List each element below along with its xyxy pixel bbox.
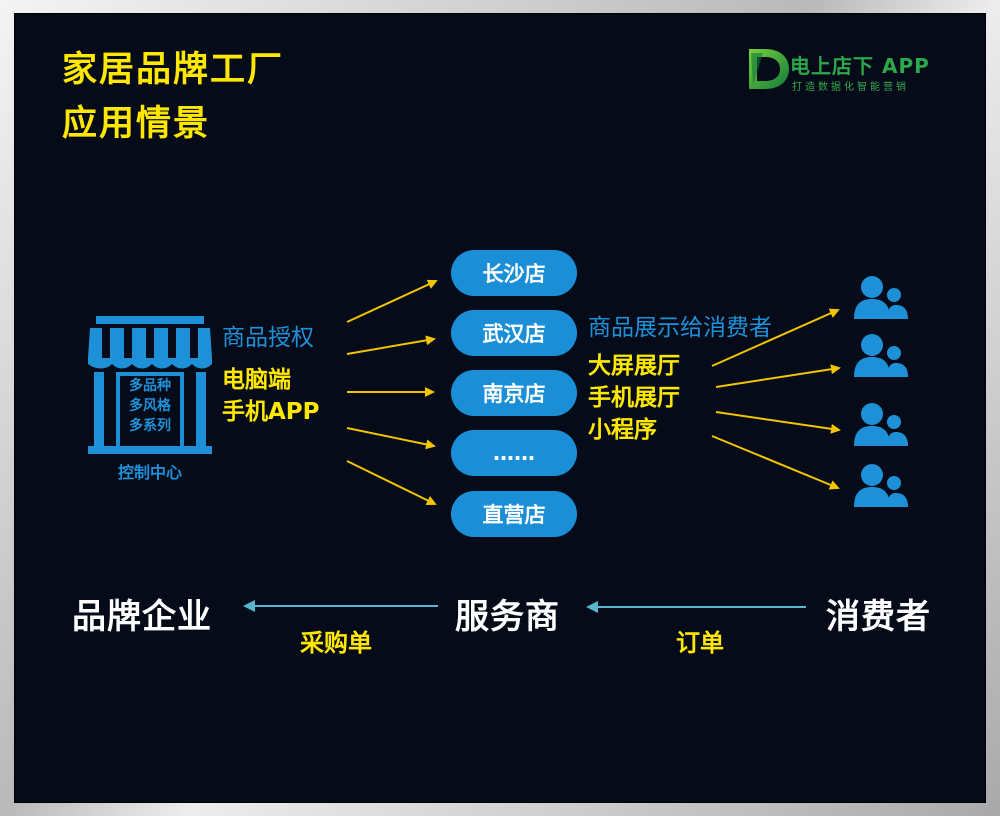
label-order: 订单 <box>676 629 724 657</box>
people-icon <box>852 463 910 513</box>
logo-d-icon <box>749 49 789 89</box>
store-features: 多品种 多风格 多系列 <box>120 376 180 436</box>
entity-service: 服务商 <box>455 597 560 637</box>
arrow-to-ellipsis <box>346 427 436 450</box>
arrow-to-wuhan <box>346 335 436 355</box>
arrow-to-consumer-4 <box>711 435 840 490</box>
store-pill-changsha: 长沙店 <box>451 250 577 296</box>
store-feature: 多风格 <box>129 398 171 414</box>
label-mobile-hall: 手机展厅 <box>588 385 680 411</box>
logo-mark <box>745 47 795 91</box>
people-icon <box>852 402 910 452</box>
entity-consumer: 消费者 <box>826 597 931 637</box>
store-pill-wuhan: 武汉店 <box>451 310 577 356</box>
logo-tagline: 打造数据化智能营销 <box>792 82 909 93</box>
store-feature: 多品种 <box>129 378 171 394</box>
label-mini-program: 小程序 <box>588 417 657 443</box>
arrow-to-direct <box>346 460 437 505</box>
arrow-to-changsha <box>346 279 438 323</box>
control-center-caption: 控制中心 <box>117 463 182 482</box>
arrow-to-consumer-2 <box>715 364 841 388</box>
people-icon <box>852 275 910 325</box>
label-big-screen: 大屏展厅 <box>588 353 680 379</box>
arrow-to-consumer-1 <box>711 308 840 367</box>
title-line2: 应用情景 <box>62 104 211 144</box>
label-purchase-order: 采购单 <box>300 629 372 657</box>
entity-brand: 品牌企业 <box>72 597 212 637</box>
store-feature: 多系列 <box>129 418 171 434</box>
logo-name: 电上店下 APP <box>790 54 930 78</box>
label-pc: 电脑端 <box>222 367 291 393</box>
label-mobile-app: 手机APP <box>222 399 320 425</box>
people-icon <box>852 333 910 383</box>
store-icon <box>86 316 214 454</box>
title-line1: 家居品牌工厂 <box>62 50 285 90</box>
label-product-auth: 商品授权 <box>222 325 314 351</box>
label-display-consumer: 商品展示给消费者 <box>588 315 772 341</box>
arrow-to-consumer-3 <box>715 411 841 434</box>
store-pill-ellipsis: …… <box>451 430 577 476</box>
store-pill-nanjing: 南京店 <box>451 370 577 416</box>
store-pill-direct: 直营店 <box>451 491 577 537</box>
